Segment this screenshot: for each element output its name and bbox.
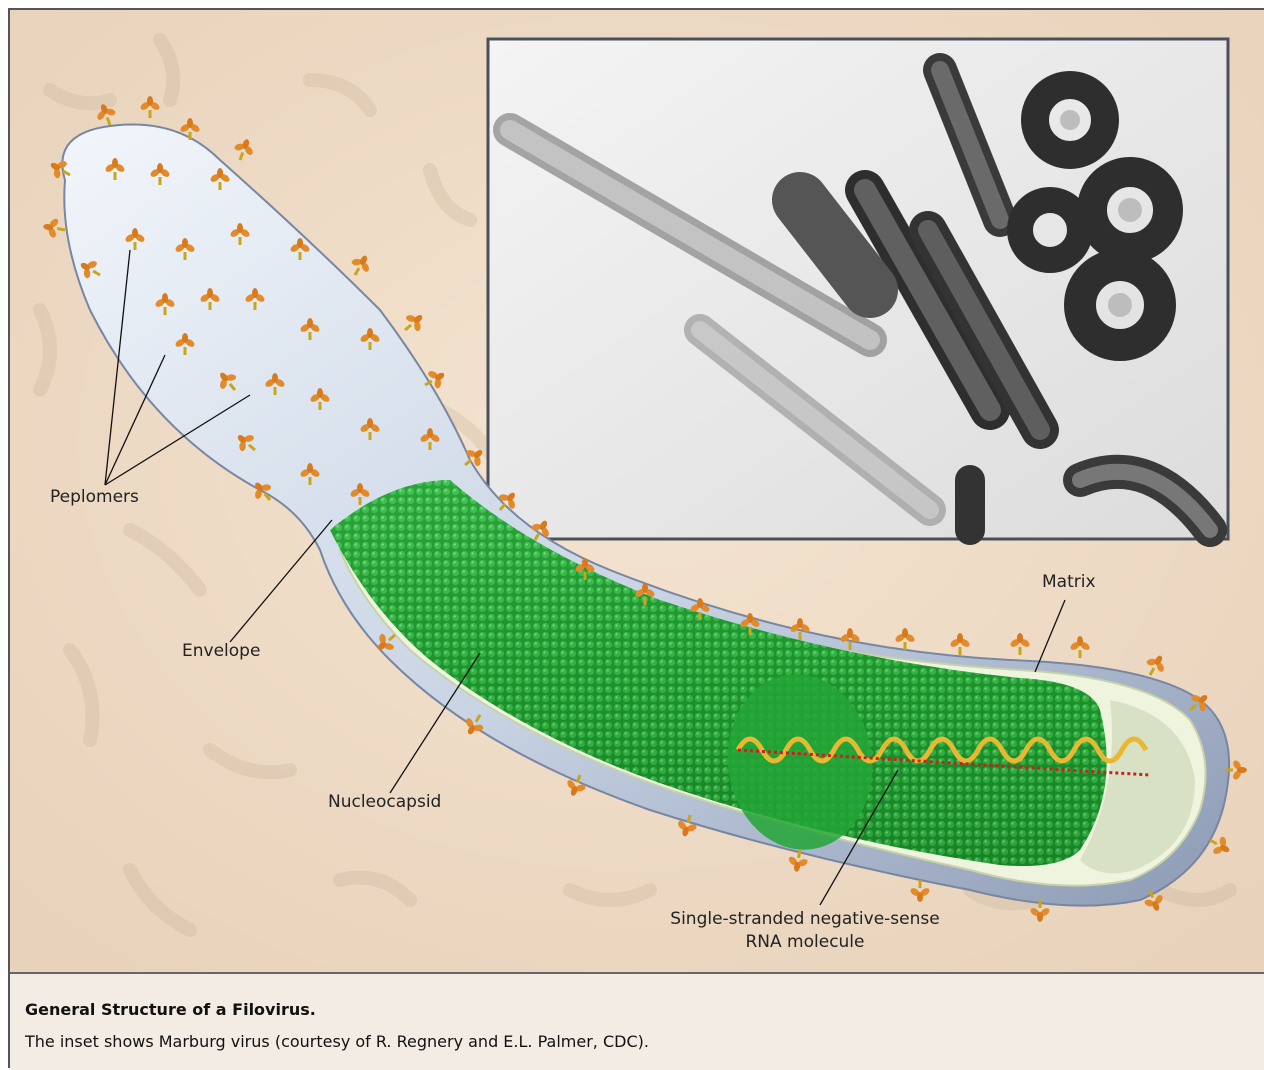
inset-micrograph [488,39,1228,539]
envelope-label: Envelope [182,641,260,661]
nucleocapsid-label: Nucleocapsid [328,792,441,812]
caption: General Structure of a Filovirus. The in… [10,972,1264,1070]
caption-text: The inset shows Marburg virus (courtesy … [25,1032,649,1051]
rna-label-line2: RNA molecule [745,932,864,952]
matrix-label: Matrix [1042,572,1096,592]
caption-title: General Structure of a Filovirus. [25,1000,316,1019]
peplomers-label: Peplomers [50,487,139,507]
figure-frame: Peplomers Envelope Nucleocapsid Matrix S… [8,8,1264,1068]
rna-label-line1: Single-stranded negative-sense [670,909,939,929]
filovirus-illustration: Peplomers Envelope Nucleocapsid Matrix S… [10,10,1264,972]
